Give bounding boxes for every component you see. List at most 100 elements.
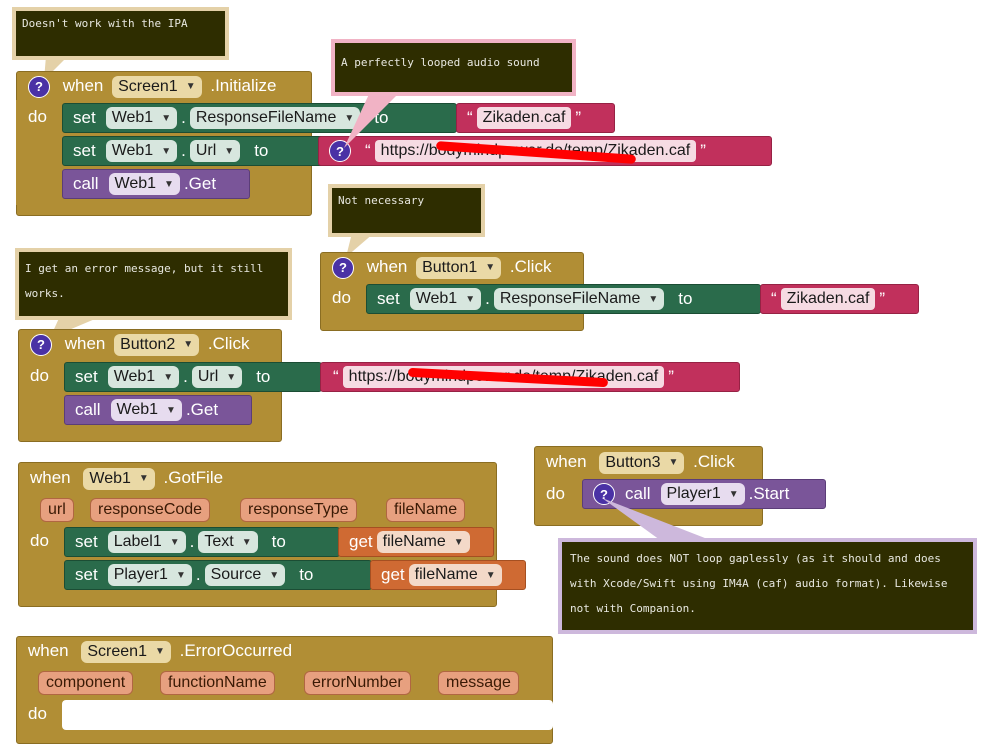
close-quote: ” [575,108,582,127]
set-statement[interactable]: set Web1▼ . Url▼ to [62,136,324,166]
param-url[interactable]: url [40,498,74,522]
dropdown-arrow-icon: ▼ [668,457,679,468]
dropdown-arrow-icon: ▼ [485,262,496,273]
comment-sound-loop[interactable]: The sound does NOT loop gaplessly (as it… [558,538,977,634]
component-dropdown[interactable]: Web1▼ [105,107,178,129]
set-keyword: set [75,367,98,386]
property-dropdown[interactable]: Url▼ [189,140,241,162]
property-dropdown[interactable]: Text▼ [198,531,258,553]
component-dropdown[interactable]: Web1▼ [409,288,482,310]
set-statement[interactable]: set Web1▼ . Url▼ to [64,362,322,392]
dropdown-arrow-icon: ▼ [161,112,172,124]
do-keyword: do [546,484,565,503]
event-name: .Click [693,452,735,471]
when-keyword: when [30,468,71,487]
comment-looped[interactable]: A perfectly looped audio sound [331,39,576,96]
param-message[interactable]: message [438,671,519,695]
dropdown-arrow-icon: ▼ [138,473,149,484]
set-statement[interactable]: set Player1▼ . Source▼ to [64,560,372,590]
dropdown-arrow-icon: ▼ [164,178,174,190]
dropdown-arrow-icon: ▼ [344,112,355,124]
param-response-code[interactable]: responseCode [90,498,211,522]
property-dropdown[interactable]: Source▼ [204,564,286,586]
do-keyword: do [28,704,47,723]
component-dropdown[interactable]: Screen1▼ [112,76,202,98]
set-statement[interactable]: set Web1▼ . ResponseFileName▼ to [62,103,457,133]
method-name: .Start [748,484,790,503]
close-quote: ” [879,289,886,308]
component-dropdown[interactable]: Button3▼ [599,452,685,474]
component-dropdown[interactable]: Player1▼ [660,483,745,505]
help-icon[interactable]: ? [593,483,615,505]
help-icon[interactable]: ? [332,257,354,279]
comment-pointer [602,498,710,540]
comment-not-necessary-text: Not necessary [338,194,425,207]
component-dropdown[interactable]: Label1▼ [107,531,186,553]
comment-error-message[interactable]: I get an error message, but it still wor… [15,248,292,320]
set-keyword: set [73,141,96,160]
open-quote: “ [333,367,339,386]
when-keyword: when [64,334,106,353]
component-dropdown[interactable]: Screen1▼ [81,641,171,663]
component-dropdown[interactable]: Web1▼ [83,468,155,490]
component-dropdown[interactable]: Button1▼ [416,257,502,279]
dot-separator: . [189,532,195,551]
set-keyword: set [73,108,96,127]
dot-separator: . [195,565,201,584]
call-statement[interactable]: call Web1▼ .Get [64,395,252,425]
event-name: .GotFile [163,468,224,487]
property-dropdown[interactable]: Url▼ [191,366,243,388]
dropdown-arrow-icon: ▼ [453,536,464,548]
comment-pointer [344,92,400,148]
get-block[interactable]: get fileName▼ [370,560,526,590]
set-statement[interactable]: set Web1▼ . ResponseFileName▼ to [366,284,761,314]
component-dropdown[interactable]: Web1▼ [107,366,180,388]
component-dropdown[interactable]: Button2▼ [114,334,200,356]
set-statement[interactable]: set Label1▼ . Text▼ to [64,527,340,557]
dropdown-arrow-icon: ▼ [175,569,186,581]
dropdown-arrow-icon: ▼ [166,404,176,416]
text-block[interactable]: “ Zikaden.caf ” [760,284,919,314]
event-name: .Initialize [210,76,277,95]
comment-sound-loop-text: The sound does NOT loop gaplessly (as it… [570,552,948,615]
dot-separator: . [183,367,188,386]
text-value[interactable]: Zikaden.caf [476,107,572,129]
param-function-name[interactable]: functionName [160,671,275,695]
dropdown-arrow-icon: ▼ [154,646,165,657]
to-keyword: to [256,367,271,386]
component-dropdown[interactable]: Web1▼ [105,140,178,162]
comment-error-message-text: I get an error message, but it still wor… [25,262,264,300]
dropdown-arrow-icon: ▼ [224,145,235,157]
variable-dropdown[interactable]: fileName▼ [408,564,502,586]
comment-ipa[interactable]: Doesn't work with the IPA [12,7,229,60]
help-icon[interactable]: ? [30,334,52,356]
set-keyword: set [75,532,98,551]
event-name: .Click [509,257,552,276]
help-icon[interactable]: ? [28,76,50,98]
text-block[interactable]: “ Zikaden.caf ” [456,103,615,133]
param-error-number[interactable]: errorNumber [304,671,411,695]
param-file-name[interactable]: fileName [386,498,466,522]
empty-do-slot[interactable] [62,700,553,730]
call-statement[interactable]: call Web1▼ .Get [62,169,250,199]
component-dropdown[interactable]: Player1▼ [107,564,192,586]
property-dropdown[interactable]: ResponseFileName▼ [493,288,665,310]
comment-pointer [346,233,374,257]
component-dropdown[interactable]: Web1▼ [110,399,182,421]
when-keyword: when [28,641,69,660]
text-value[interactable]: Zikaden.caf [780,288,876,310]
call-keyword: call [75,400,101,419]
variable-dropdown[interactable]: fileName▼ [376,531,470,553]
dropdown-arrow-icon: ▼ [728,488,739,500]
param-response-type[interactable]: responseType [240,498,357,522]
param-component[interactable]: component [38,671,134,695]
property-dropdown[interactable]: ResponseFileName▼ [189,107,361,129]
open-quote: “ [467,108,473,127]
event-name: .Click [207,334,250,353]
comment-not-necessary[interactable]: Not necessary [328,184,485,237]
dropdown-arrow-icon: ▼ [183,339,194,350]
component-dropdown[interactable]: Web1▼ [108,173,180,195]
dropdown-arrow-icon: ▼ [465,293,476,305]
get-block[interactable]: get fileName▼ [338,527,494,557]
call-statement[interactable]: ? call Player1▼ .Start [582,479,826,509]
